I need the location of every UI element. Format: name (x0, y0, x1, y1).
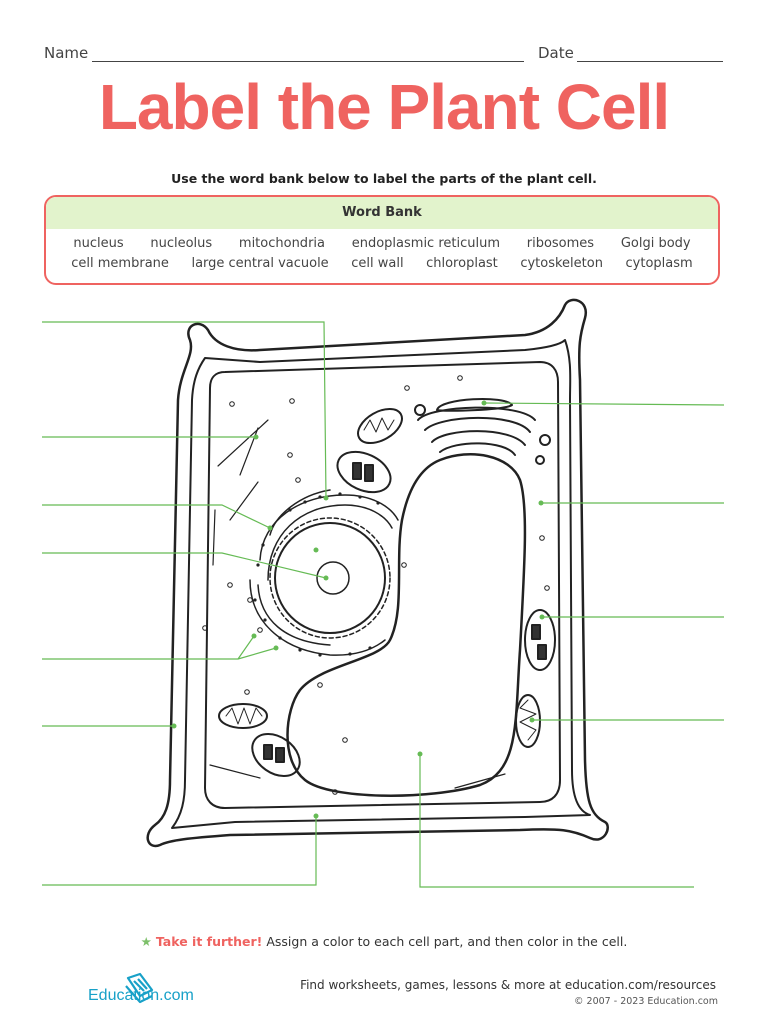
find-more-text: Find worksheets, games, lessons & more a… (300, 978, 716, 992)
cytoskeleton (209, 419, 506, 789)
word-mitochondria: mitochondria (238, 236, 325, 251)
cell-membrane (204, 361, 561, 809)
instruction-text: Use the word bank below to label the par… (171, 171, 597, 186)
education-logo-icon (125, 972, 154, 1004)
star-icon: ★ (140, 934, 152, 949)
endoplasmic-reticulum (249, 489, 399, 656)
word-bank-row-2: cell membrane large central vacuole cell… (46, 256, 718, 271)
mitochondrion (515, 694, 541, 748)
word-bank: Word Bank nucleus nucleolus mitochondria… (44, 195, 720, 285)
plant-cell-diagram (42, 298, 725, 888)
tip-emphasis: Take it further! (155, 934, 263, 949)
cytoplasm-granules (202, 375, 550, 795)
word-nucleolus: nucleolus (150, 236, 213, 251)
word-ribosomes: ribosomes (526, 236, 595, 251)
label-endpoints (171, 400, 545, 819)
word-bank-heading: Word Bank (46, 197, 718, 229)
golgi-body (414, 397, 551, 465)
take-it-further: ★ Take it further! Assign a color to eac… (0, 934, 768, 949)
mitochondrion (218, 703, 268, 729)
word-bank-row-1: nucleus nucleolus mitochondria endoplasm… (46, 236, 718, 251)
tip-text: Assign a color to each cell part, and th… (262, 934, 628, 949)
name-date-row: Name Date (44, 42, 724, 66)
name-label: Name (44, 44, 89, 62)
label-line-left-1 (42, 321, 327, 499)
label-line-left-3 (42, 504, 271, 529)
label-line-bottom-left (42, 816, 317, 886)
label-line-left-5 (42, 635, 277, 660)
label-leader-lines (42, 321, 725, 888)
brand-name: Education.com (88, 987, 194, 1004)
nucleolus (316, 561, 350, 595)
mitochondrion (357, 407, 403, 445)
word-endoplasmic-reticulum: endoplasmic reticulum (351, 236, 501, 251)
cell-wall (146, 298, 609, 848)
page-title: Label the Plant Cell (98, 71, 670, 143)
date-label: Date (538, 44, 574, 62)
word-cytoplasm: cytoplasm (625, 256, 693, 271)
ribosomes (253, 492, 380, 657)
word-cell-membrane: cell membrane (71, 256, 169, 271)
large-central-vacuole (286, 453, 527, 797)
label-line-left-4 (42, 552, 327, 579)
date-field[interactable] (577, 61, 723, 62)
word-large-central-vacuole: large central vacuole (191, 256, 329, 271)
word-cell-wall: cell wall (351, 256, 404, 271)
label-line-right-1 (483, 402, 725, 406)
word-chloroplast: chloroplast (426, 256, 498, 271)
name-field[interactable] (92, 61, 524, 62)
chloroplast (524, 609, 556, 671)
word-cytoskeleton: cytoskeleton (520, 256, 603, 271)
chloroplast (336, 450, 392, 494)
word-nucleus: nucleus (73, 236, 124, 251)
label-line-bottom-right (419, 754, 694, 888)
word-golgi-body: Golgi body (620, 236, 691, 251)
copyright: © 2007 - 2023 Education.com (574, 996, 718, 1007)
nucleus (269, 517, 391, 639)
chloroplast (251, 733, 301, 777)
